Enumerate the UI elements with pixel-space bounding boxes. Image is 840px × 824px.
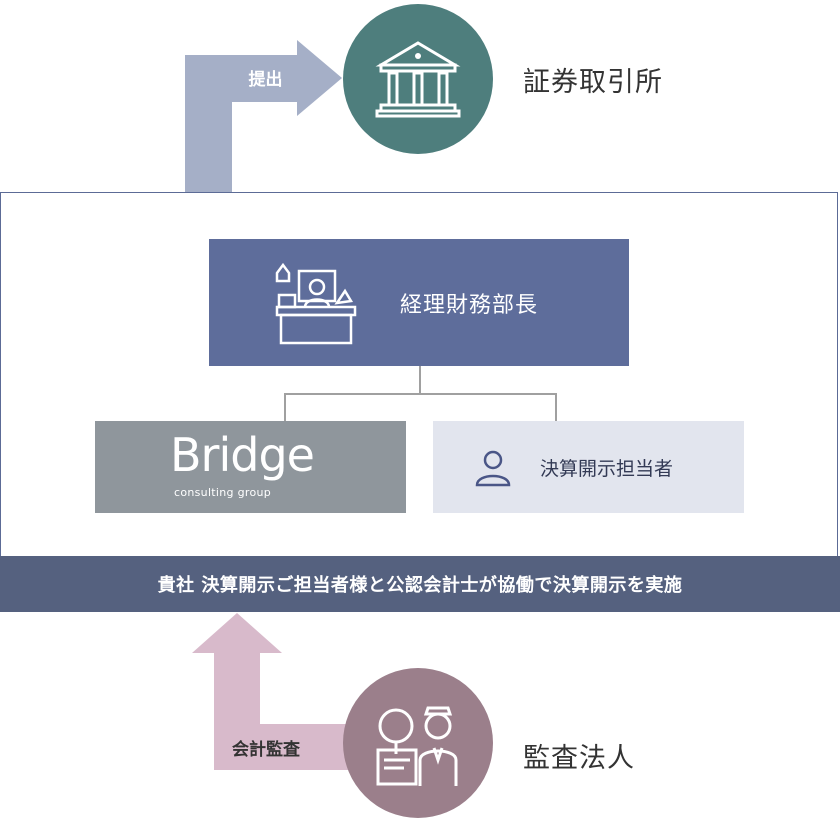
submit-arrow-label: 提出 bbox=[248, 70, 283, 90]
collaboration-text: 貴社 決算開示ご担当者様と公認会計士が協働で決算開示を実施 bbox=[157, 575, 683, 596]
exchange-circle bbox=[343, 4, 493, 154]
office-worker-desk-icon bbox=[275, 262, 357, 345]
submit-arrow-head bbox=[297, 40, 342, 116]
disclosure-officer-label: 決算開示担当者 bbox=[540, 458, 674, 480]
bank-building-icon bbox=[375, 41, 461, 118]
person-icon bbox=[475, 450, 511, 487]
submit-arrow-bar bbox=[185, 55, 297, 102]
bridge-consulting-box bbox=[95, 421, 406, 513]
connector-line bbox=[555, 393, 557, 421]
audit-firm-circle bbox=[343, 668, 493, 818]
audit-arrow-head bbox=[192, 613, 282, 653]
auditor-magnifier-icon bbox=[376, 706, 458, 786]
connector-line bbox=[419, 366, 421, 394]
audit-arrow-label: 会計監査 bbox=[232, 740, 300, 760]
connector-line bbox=[284, 393, 557, 395]
audit-arrow-bar bbox=[214, 724, 354, 770]
connector-line bbox=[284, 393, 286, 421]
manager-label: 経理財務部長 bbox=[400, 293, 539, 318]
bridge-logo-text: Bridge bbox=[170, 428, 315, 482]
collaboration-banner: 貴社 決算開示ご担当者様と公認会計士が協働で決算開示を実施 bbox=[0, 556, 840, 612]
manager-box bbox=[209, 239, 629, 366]
bridge-logo-subtitle: consulting group bbox=[174, 486, 272, 499]
disclosure-officer-box bbox=[433, 421, 744, 513]
exchange-label: 証券取引所 bbox=[523, 67, 663, 98]
audit-firm-label: 監査法人 bbox=[523, 743, 635, 774]
